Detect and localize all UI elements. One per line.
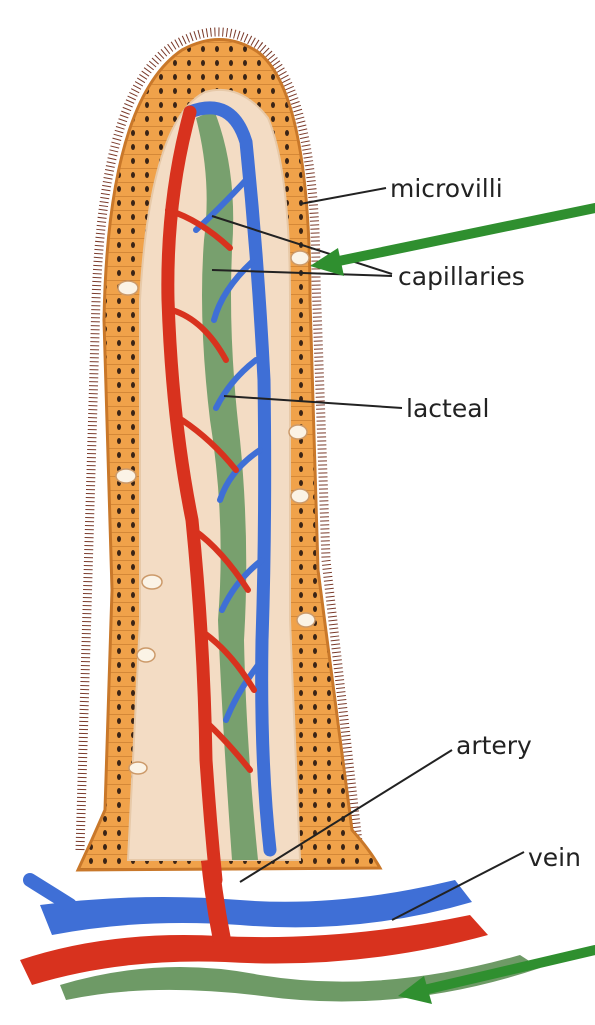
label-artery: artery (456, 731, 532, 760)
label-lacteal: lacteal (406, 394, 489, 423)
label-microvilli: microvilli (390, 174, 503, 203)
label-vein: vein (528, 843, 581, 872)
label-capillaries: capillaries (398, 262, 525, 291)
artery-stem (210, 860, 222, 940)
vein-branch (30, 880, 70, 905)
